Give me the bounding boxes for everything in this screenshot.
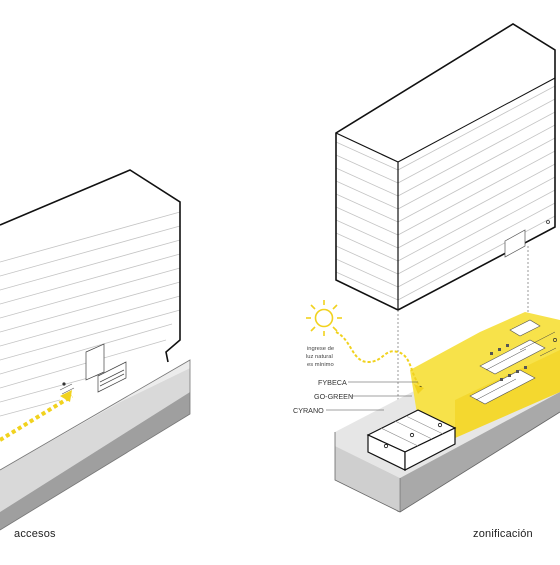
right-tower [335,23,556,311]
caption-accesos: accesos [14,528,56,540]
label-fybeca: FYBECA [318,378,347,387]
accesos-diagram [0,169,191,531]
retail-block [366,385,457,471]
sun-icon [306,300,342,336]
light-path [335,331,421,387]
sun-note-line-2: luz natural [306,354,333,360]
label-gogreen: GO-GREEN [314,392,353,401]
sun-note: ingrese de luz natural es mínimo [306,346,336,368]
sun-note-line-1: ingrese de [307,346,334,352]
zonificacion-diagram: ingrese de luz natural es mínimo FYBECA … [293,23,560,513]
tenant-labels: FYBECA GO-GREEN CYRANO [293,378,418,415]
sun-note-line-3: es mínimo [307,362,334,368]
left-ground-slab [0,359,191,531]
label-cyrano: CYRANO [293,406,324,415]
left-building [0,169,181,460]
light-arrow-icon [414,384,424,394]
caption-zonificacion: zonificación [473,528,533,540]
lit-zone [410,312,560,438]
access-path [0,382,74,442]
